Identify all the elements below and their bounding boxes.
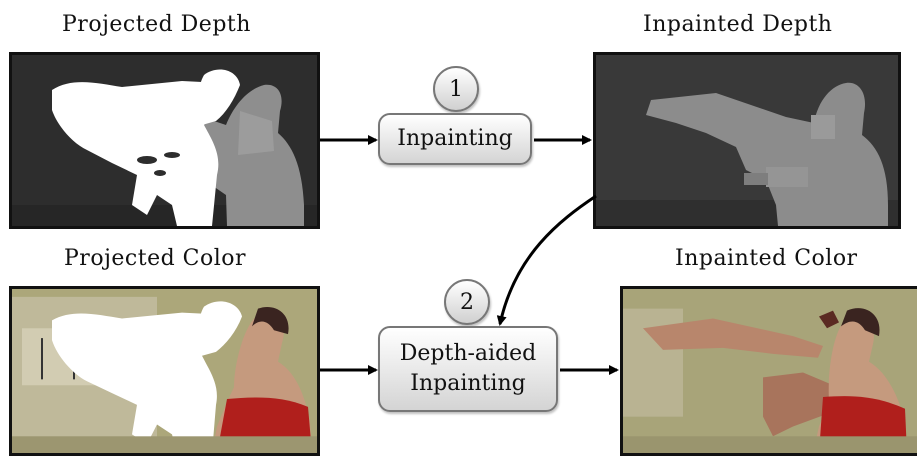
inpainted-depth-label: Inpainted Depth xyxy=(643,12,833,37)
depth-aided-inpainting-box: Depth-aided Inpainting xyxy=(378,326,558,412)
inpainted-depth-image xyxy=(593,52,901,229)
inpainting-box-label: Inpainting xyxy=(397,126,513,151)
projected-color-image xyxy=(9,286,320,456)
depth-aided-inpainting-line-2: Inpainting xyxy=(410,371,526,396)
inpainted-color-label: Inpainted Color xyxy=(675,246,858,271)
projected-depth-label: Projected Depth xyxy=(62,12,251,37)
step-number-1: 1 xyxy=(433,66,479,112)
inpainting-box: Inpainting xyxy=(378,113,532,165)
step-number-2: 2 xyxy=(444,279,490,325)
projected-depth-image xyxy=(9,52,320,229)
arrow-inpainted-depth-to-depth-aided xyxy=(496,194,597,326)
inpainted-color-image xyxy=(620,286,917,456)
projected-color-label: Projected Color xyxy=(64,246,247,271)
depth-aided-inpainting-line-1: Depth-aided xyxy=(399,341,537,366)
